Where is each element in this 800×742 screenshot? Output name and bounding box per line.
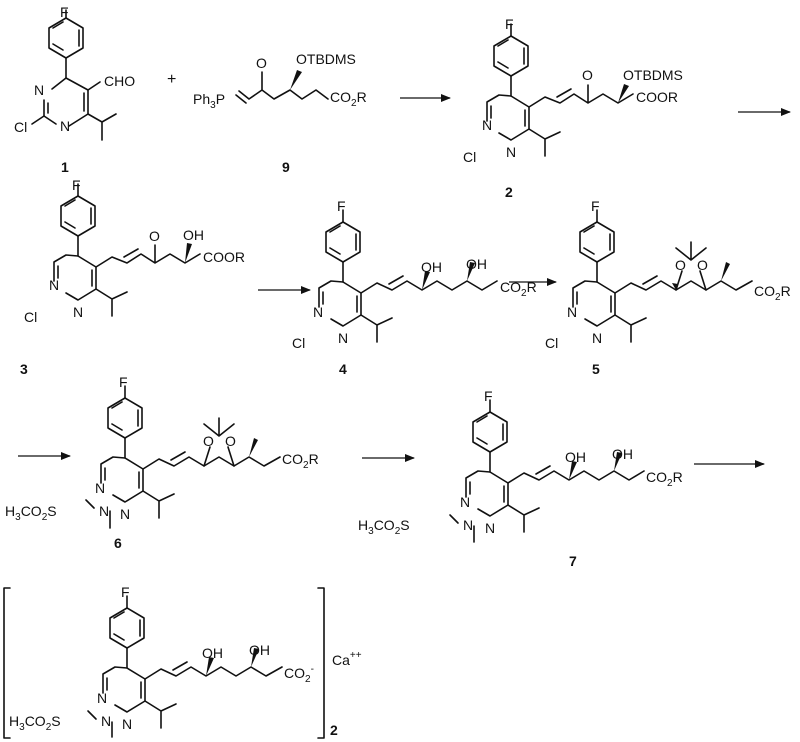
compound-label-9: 9 bbox=[282, 159, 290, 175]
fluoro-atom-2: F bbox=[505, 16, 514, 32]
compound-label-3: 3 bbox=[20, 361, 28, 377]
compound-label-5: 5 bbox=[592, 361, 600, 377]
fluoro-atom-5: F bbox=[591, 198, 600, 214]
ester-group-4: CO2R bbox=[500, 279, 537, 299]
n-atom-7a: N bbox=[460, 494, 470, 510]
sulfonamide-n-6: N bbox=[99, 503, 109, 519]
acetonide-oxygen-5b: O bbox=[697, 257, 708, 273]
fluoro-atom-7: F bbox=[484, 388, 493, 404]
n-atom-4b: N bbox=[338, 330, 348, 346]
n-atom-1b: N bbox=[60, 118, 70, 134]
ester-group-6: CO2R bbox=[282, 451, 319, 471]
chloro-atom-2: Cl bbox=[463, 149, 476, 165]
compound-label-7: 7 bbox=[569, 553, 577, 569]
compound-9-structure: Ph3P O OTBDMS CO2R bbox=[193, 51, 367, 111]
fluoro-atom-1: F bbox=[60, 4, 69, 20]
hydroxyl-7b: OH bbox=[612, 446, 633, 462]
otbdms-group-2: OTBDMS bbox=[623, 67, 683, 83]
hydroxyl-salt-b: OH bbox=[249, 642, 270, 658]
compound-7-structure: F N N N H3CO2S OH OH CO2R bbox=[358, 388, 683, 543]
compound-4-structure: F N N Cl OH OH CO2R bbox=[292, 198, 537, 351]
n-atom-6a: N bbox=[95, 480, 105, 496]
acetonide-oxygen-6b: O bbox=[225, 433, 236, 449]
acetonide-oxygen-6a: O bbox=[203, 433, 214, 449]
chloro-atom-1: Cl bbox=[14, 119, 27, 135]
ester-group-5: CO2R bbox=[754, 283, 791, 303]
compound-5-structure: F N N Cl O O CO2R bbox=[545, 198, 791, 351]
sulfonamide-n-salt: N bbox=[101, 713, 111, 729]
hydroxyl-salt-a: OH bbox=[202, 645, 223, 661]
compound-label-4: 4 bbox=[339, 361, 347, 377]
chloro-atom-3: Cl bbox=[24, 309, 37, 325]
n-atom-salt-a: N bbox=[97, 690, 107, 706]
n-atom-4a: N bbox=[313, 304, 323, 320]
fluoro-atom-3: F bbox=[72, 177, 81, 193]
keto-oxygen-9: O bbox=[256, 55, 267, 71]
mesyl-group-7: H3CO2S bbox=[358, 517, 410, 537]
calcium-ion: Ca++ bbox=[332, 650, 362, 668]
n-atom-7b: N bbox=[485, 520, 495, 536]
calcium-salt-structure: F N N N H3CO2S OH OH CO2- Ca++ 2 bbox=[3, 584, 362, 739]
fluoro-atom-salt: F bbox=[121, 584, 130, 600]
ester-group-2: COOR bbox=[636, 89, 678, 105]
compound-label-6: 6 bbox=[114, 535, 122, 551]
compound-1-structure: F N N Cl CHO bbox=[14, 4, 135, 141]
left-bracket bbox=[3, 587, 11, 739]
sulfonamide-n-7: N bbox=[463, 517, 473, 533]
compound-label-1: 1 bbox=[61, 159, 69, 175]
otbdms-group-9: OTBDMS bbox=[296, 51, 356, 67]
acetonide-oxygen-5a: O bbox=[675, 257, 686, 273]
ph3p-group-9: Ph3P bbox=[193, 91, 225, 111]
fluoro-atom-4: F bbox=[337, 198, 346, 214]
n-atom-salt-b: N bbox=[122, 716, 132, 732]
compound-6-structure: F N N N H3CO2S O O CO2R bbox=[5, 374, 319, 529]
n-atom-2b: N bbox=[506, 144, 516, 160]
chloro-atom-4: Cl bbox=[292, 335, 305, 351]
compound-2-structure: F N N Cl O OTBDMS COOR bbox=[463, 16, 683, 165]
hydroxyl-4b: OH bbox=[466, 256, 487, 272]
compound-label-2: 2 bbox=[505, 184, 513, 200]
chloro-atom-5: Cl bbox=[545, 335, 558, 351]
hydroxyl-4a: OH bbox=[421, 259, 442, 275]
n-atom-5a: N bbox=[567, 304, 577, 320]
carboxylate-group: CO2- bbox=[284, 664, 314, 685]
compound-3-structure: F N N Cl O OH COOR bbox=[24, 177, 245, 325]
ester-group-7: CO2R bbox=[646, 469, 683, 489]
n-atom-1a: N bbox=[34, 82, 44, 98]
right-bracket bbox=[317, 587, 325, 739]
n-atom-3b: N bbox=[73, 304, 83, 320]
n-atom-2a: N bbox=[482, 117, 492, 133]
n-atom-6b: N bbox=[120, 506, 130, 522]
plus-sign: + bbox=[167, 71, 176, 88]
n-atom-5b: N bbox=[592, 330, 602, 346]
fluoro-atom-6: F bbox=[119, 374, 128, 390]
keto-oxygen-3: O bbox=[149, 228, 160, 244]
hydroxyl-7a: OH bbox=[565, 449, 586, 465]
ester-group-3: COOR bbox=[203, 249, 245, 265]
salt-stoichiometry: 2 bbox=[330, 722, 338, 738]
mesyl-group-6: H3CO2S bbox=[5, 503, 57, 523]
keto-oxygen-2: O bbox=[582, 67, 593, 83]
aldehyde-group-1: CHO bbox=[104, 73, 135, 89]
n-atom-3a: N bbox=[49, 277, 59, 293]
ester-group-9: CO2R bbox=[330, 89, 367, 109]
hydroxyl-3: OH bbox=[183, 227, 204, 243]
mesyl-group-salt: H3CO2S bbox=[9, 713, 61, 733]
